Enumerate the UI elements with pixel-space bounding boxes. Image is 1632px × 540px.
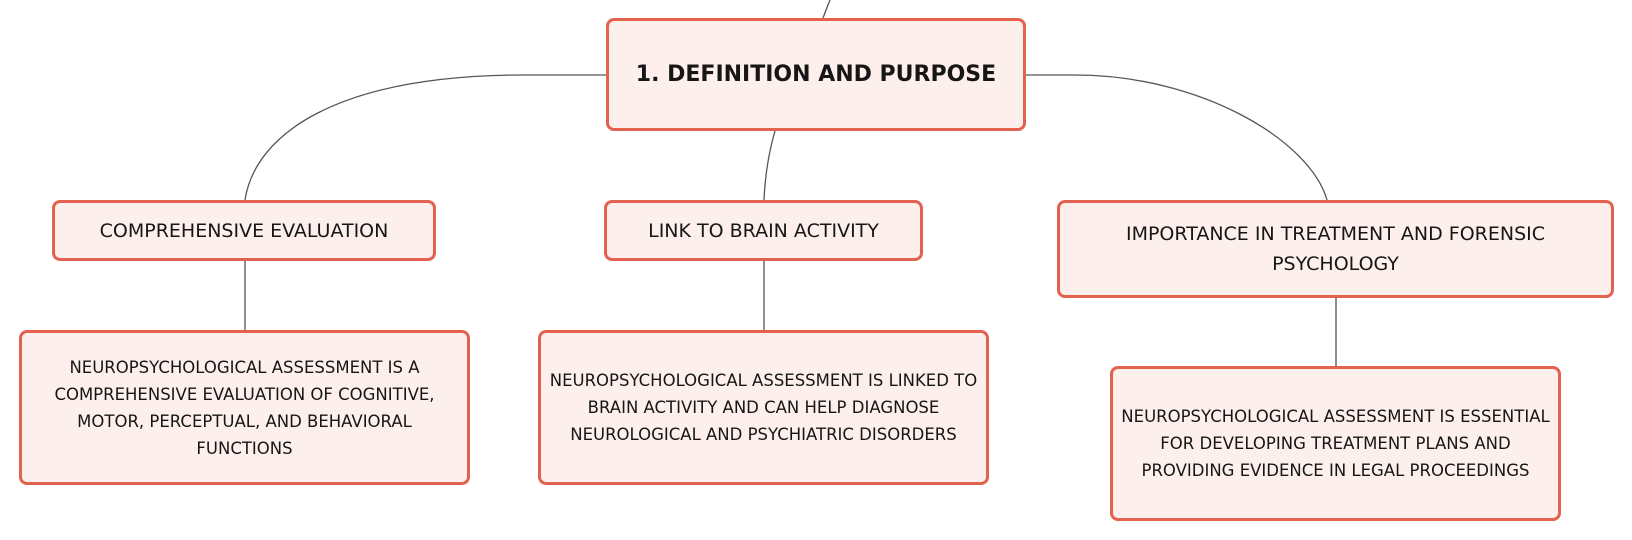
detail-node-importance-in-treatment[interactable]: NEUROPSYCHOLOGICAL ASSESSMENT IS ESSENTI… [1110,366,1561,521]
detail-node-text: NEUROPSYCHOLOGICAL ASSESSMENT IS ESSENTI… [1121,407,1550,480]
detail-node-text: NEUROPSYCHOLOGICAL ASSESSMENT IS A COMPR… [54,357,435,458]
topic-node-label: IMPORTANCE IN TREATMENT AND FORENSIC PSY… [1125,223,1546,275]
topic-node-comprehensive-evaluation[interactable]: COMPREHENSIVE EVALUATION [52,200,436,261]
topic-node-label: LINK TO BRAIN ACTIVITY [648,219,879,242]
connector-root-to-importance-in-treatment [1026,74,1328,201]
connector-root-to-link-to-brain-activity [763,130,776,201]
root-node[interactable]: 1. DEFINITION AND PURPOSE [606,18,1026,131]
detail-node-text: NEUROPSYCHOLOGICAL ASSESSMENT IS LINKED … [549,371,978,444]
topic-node-link-to-brain-activity[interactable]: LINK TO BRAIN ACTIVITY [604,200,923,261]
connector-root-to-comprehensive-evaluation [244,74,606,201]
connector-from-parent [822,0,831,19]
detail-node-comprehensive-evaluation[interactable]: NEUROPSYCHOLOGICAL ASSESSMENT IS A COMPR… [19,330,470,485]
root-node-label: 1. DEFINITION AND PURPOSE [635,62,997,87]
topic-node-label: COMPREHENSIVE EVALUATION [99,219,389,242]
topic-node-importance-in-treatment[interactable]: IMPORTANCE IN TREATMENT AND FORENSIC PSY… [1057,200,1614,298]
detail-node-link-to-brain-activity[interactable]: NEUROPSYCHOLOGICAL ASSESSMENT IS LINKED … [538,330,989,485]
